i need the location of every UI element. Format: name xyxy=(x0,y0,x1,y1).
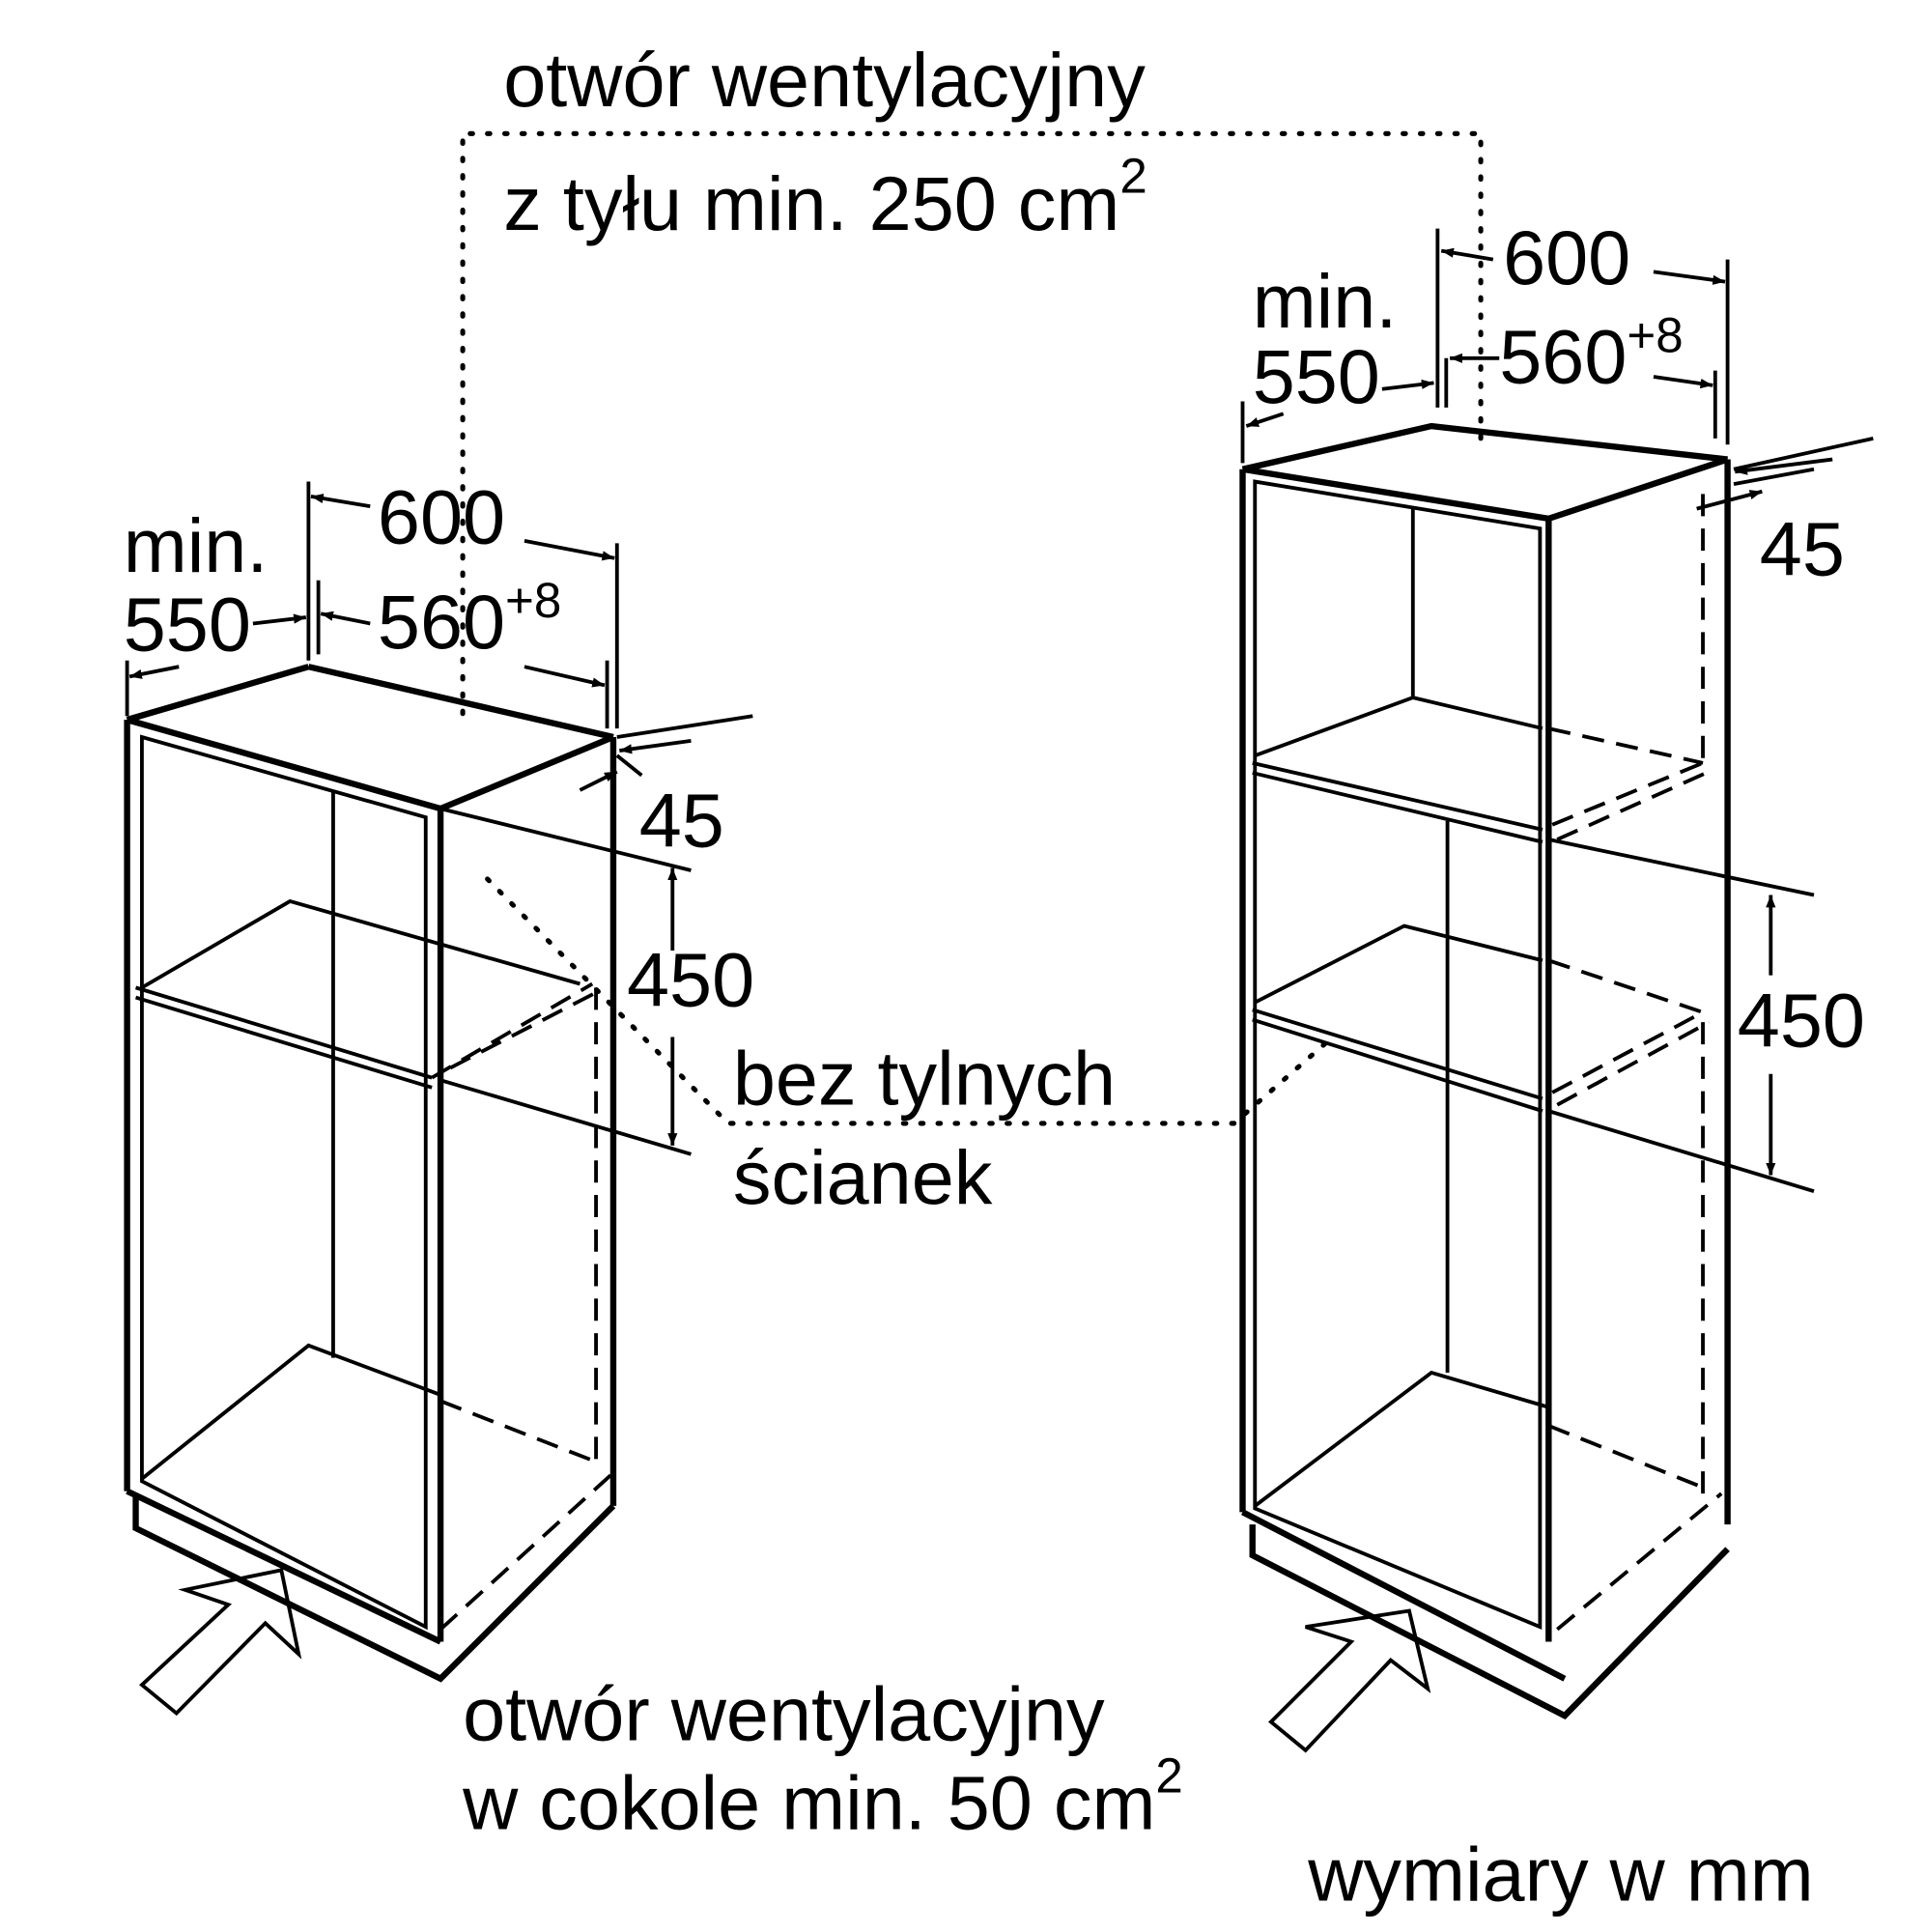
left-width-inner: 560+8 xyxy=(378,573,561,665)
plinth-vent-label-line1: otwór wentylacyjny xyxy=(463,1671,1105,1757)
left-min-label: min. xyxy=(124,502,269,588)
left-depth-value: 550 xyxy=(124,582,251,668)
plinth-vent-label-line2: w cokole min. 50 cm2 xyxy=(462,1747,1183,1845)
rear-vent-outline xyxy=(460,130,1484,717)
rear-vent-label-line1: otwór wentylacyjny xyxy=(503,37,1146,123)
left-height-value: 450 xyxy=(627,937,754,1023)
right-cabinet: min. 550 600 560+8 45 450 xyxy=(1239,214,1874,1753)
no-back-wall-label-line1: bez tylnych xyxy=(733,1036,1116,1122)
right-plinth-vent-arrow xyxy=(1268,1608,1431,1753)
no-back-wall-label-line2: ścianek xyxy=(733,1134,993,1220)
right-depth-value: 550 xyxy=(1253,333,1380,419)
right-width-outer: 600 xyxy=(1503,214,1630,300)
left-gap-value: 45 xyxy=(639,778,724,864)
left-cabinet: min. 550 600 560+8 45 450 xyxy=(124,473,1336,1717)
left-width-outer: 600 xyxy=(378,473,505,559)
right-width-inner: 560+8 xyxy=(1499,307,1683,399)
units-label: wymiary w mm xyxy=(1307,1832,1813,1918)
left-plinth-vent-arrow xyxy=(139,1568,302,1717)
right-min-label: min. xyxy=(1253,258,1398,344)
rear-vent-label-line2: z tyłu min. 250 cm2 xyxy=(503,149,1147,246)
right-gap-value: 45 xyxy=(1760,506,1845,592)
right-height-value: 450 xyxy=(1738,978,1865,1064)
